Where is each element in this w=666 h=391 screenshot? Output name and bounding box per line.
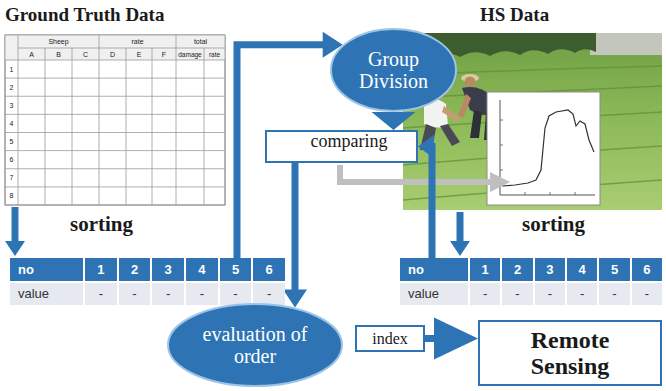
table-cell: -: [253, 283, 285, 306]
table-cell: 6: [632, 258, 662, 281]
table-cell: 2: [119, 258, 151, 281]
step-label: sorting: [70, 211, 180, 237]
table-header: damage: [176, 48, 204, 60]
table-cell: 3: [152, 258, 184, 281]
table-cell: -: [632, 283, 662, 306]
data-table: no123456value------: [10, 258, 285, 305]
node-text: index: [372, 330, 408, 348]
table-cell: value: [10, 283, 83, 306]
table-cell: 6: [253, 258, 285, 281]
node-text: comparing: [311, 132, 388, 152]
flow-arrow: [283, 163, 307, 308]
table-cell: -: [567, 283, 597, 306]
row-number: 1: [5, 60, 18, 78]
table-cell: 4: [567, 258, 597, 281]
index-box: index: [355, 325, 425, 352]
node-text: Remote Sensing: [505, 327, 635, 380]
section-title: Ground Truth Data: [5, 3, 205, 27]
table-cell: 2: [502, 258, 532, 281]
flow-arrow: [425, 318, 478, 360]
ellipse-fill: [168, 304, 342, 386]
row-number: 2: [5, 78, 18, 96]
table-cell: 1: [85, 258, 117, 281]
table-header: B: [45, 48, 72, 60]
table-header: Sheep: [18, 35, 99, 48]
output-box: Remote Sensing: [478, 320, 662, 386]
arrow-head: [283, 290, 307, 308]
row-number: 4: [5, 114, 18, 132]
node-text: Group Division: [346, 48, 441, 92]
row-number: 3: [5, 96, 18, 114]
table-cell: -: [535, 283, 565, 306]
table-cell: 4: [186, 258, 218, 281]
arrow-head: [418, 135, 434, 159]
table-cell: 5: [220, 258, 252, 281]
row-number: 7: [5, 169, 18, 187]
arrow-shaft: [292, 163, 299, 297]
row-number: 5: [5, 133, 18, 151]
table-cell: no: [400, 258, 468, 281]
flow-arrow: [418, 135, 434, 259]
table-header: total: [176, 35, 225, 48]
spreadsheet-picture: [5, 35, 225, 205]
section-title: HS Data: [480, 3, 630, 27]
table-cell: -: [85, 283, 117, 306]
table-header: C: [72, 48, 99, 60]
table-cell: -: [470, 283, 500, 306]
table-cell: 3: [535, 258, 565, 281]
ellipse-fill: [331, 29, 456, 111]
table-cell: -: [119, 283, 151, 306]
process-box: comparing: [265, 130, 418, 163]
process-ellipse: evaluation of order: [167, 303, 343, 387]
arrow-shaft: [428, 147, 432, 259]
row-number: 6: [5, 151, 18, 169]
table-cell: -: [220, 283, 252, 306]
table-cell: 1: [470, 258, 500, 281]
table-cell: -: [599, 283, 629, 306]
process-ellipse: Group Division: [330, 28, 457, 112]
arrow-head: [434, 318, 478, 360]
table-cell: -: [152, 283, 184, 306]
table-header: rate: [99, 35, 176, 48]
table-header: rate: [204, 48, 225, 60]
table-cell: 5: [599, 258, 629, 281]
table-cell: value: [400, 283, 468, 306]
table-cell: -: [502, 283, 532, 306]
arrow-head: [372, 112, 416, 130]
table-header: D: [99, 48, 126, 60]
table-cell: no: [10, 258, 83, 281]
data-table: no123456value------: [400, 258, 662, 305]
row-number: 8: [5, 187, 18, 205]
node-text: evaluation of order: [196, 323, 314, 367]
table-header: A: [18, 48, 45, 60]
flow-arrow: [372, 112, 416, 130]
table-header: F: [152, 48, 176, 60]
table-header: E: [126, 48, 152, 60]
table-cell: -: [186, 283, 218, 306]
step-label: sorting: [522, 211, 632, 237]
